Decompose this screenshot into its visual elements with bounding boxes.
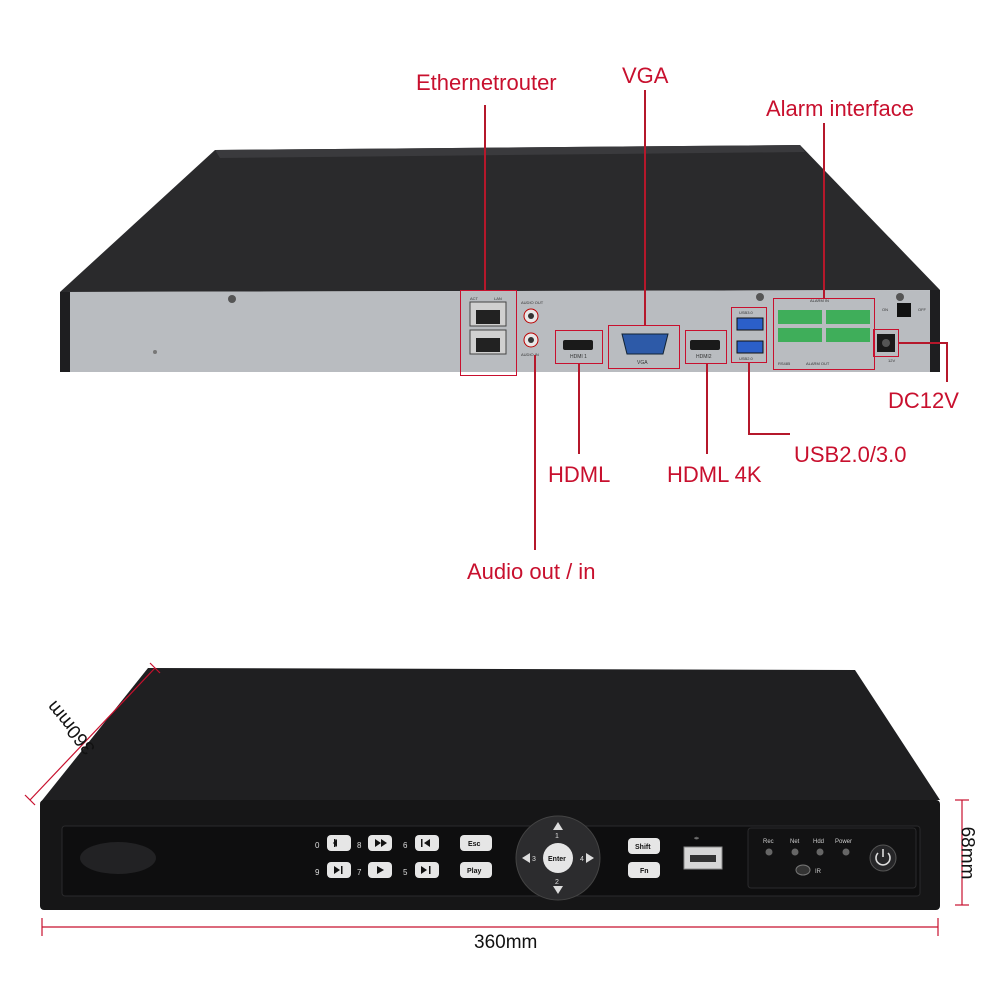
ethernet-ports [469, 301, 507, 355]
fn-button [628, 862, 660, 878]
power-switch [897, 303, 911, 317]
hdmi2-highlight [685, 330, 727, 364]
usb2-text: USB2.0 [739, 356, 754, 361]
hdmi1-leader [578, 364, 580, 454]
alarm-terminals [778, 310, 870, 342]
on-text: ON [882, 307, 888, 312]
rec-text: Rec [763, 839, 774, 845]
ethernet-leader [484, 105, 486, 290]
hdmi2-leader [706, 364, 708, 454]
dc-leader-h [899, 342, 947, 344]
svg-text:⇹: ⇹ [694, 836, 699, 842]
usb-highlight [731, 307, 767, 363]
ethernet-label: Ethernetrouter [416, 70, 557, 95]
key-7: 7 [357, 868, 362, 877]
esc-text: Esc [468, 841, 481, 848]
power-text: Power [835, 839, 852, 845]
ir-text: IR [815, 869, 822, 875]
hdmi1-highlight [555, 330, 603, 364]
enter-button [543, 843, 573, 873]
usb3-port [736, 317, 764, 331]
play-text: Play [467, 868, 482, 875]
usb-leader-h [748, 433, 790, 435]
play-button [460, 862, 492, 878]
enter-text: Enter [548, 856, 566, 863]
vga-text: VGA [637, 360, 648, 366]
hdmi1-port [563, 340, 593, 350]
key-0: 0 [315, 841, 320, 850]
vga-label: VGA [622, 63, 669, 88]
net-text: Net [790, 839, 800, 845]
front-top-cover [40, 668, 940, 803]
key-8: 8 [357, 841, 362, 850]
audio-jacks [523, 308, 539, 348]
power-button [869, 844, 897, 872]
dpad-1: 1 [555, 833, 559, 840]
shift-text: Shift [635, 844, 651, 851]
fn-text: Fn [640, 868, 649, 875]
usb-label: USB2.0/3.0 [794, 442, 907, 467]
off-text: OFF [918, 307, 927, 312]
twelve-v-text: 12V [888, 358, 895, 363]
rear-top-cover [60, 145, 940, 292]
key-5: 5 [403, 868, 408, 877]
alarm-out-text: ALARM OUT [806, 361, 830, 366]
dc-label: DC12V [888, 388, 959, 413]
vga-highlight [608, 325, 680, 369]
dimension-lines [24, 662, 969, 936]
vga-port [621, 333, 669, 355]
dc-leader-v [946, 342, 948, 382]
key-9: 9 [315, 868, 320, 877]
hdmi2-text: HDMI2 [696, 354, 712, 360]
width-dimension: 360mm [474, 932, 538, 953]
hdd-text: Hdd [813, 839, 824, 845]
ethernet-highlight [460, 290, 517, 376]
usb3-text: USB3.0 [739, 310, 754, 315]
audio-in-text: AUDIO IN [521, 352, 539, 357]
alarm-leader [823, 123, 825, 298]
rs485-text: RS485 [778, 361, 791, 366]
audio-out-text: AUDIO OUT [521, 300, 544, 305]
hdmi1-label: HDML [548, 462, 611, 487]
hdmi2-label: HDML 4K [667, 462, 762, 487]
alarm-in-text: ALARM IN [810, 298, 829, 303]
shift-button [628, 838, 660, 854]
dpad-4: 4 [580, 856, 584, 863]
hdmi2-port [690, 340, 720, 350]
dpad-3: 3 [532, 856, 536, 863]
alarm-label: Alarm interface [766, 96, 914, 121]
usb2-port [736, 340, 764, 354]
esc-button [460, 835, 492, 851]
media-buttons [327, 835, 439, 878]
vga-leader [644, 90, 646, 325]
alarm-highlight [773, 298, 875, 370]
audio-leader [534, 355, 536, 550]
act-text: ACT [470, 296, 479, 301]
lan-text: LAN [494, 296, 502, 301]
hdmi1-text: HDMI 1 [570, 354, 587, 360]
audio-label: Audio out / in [467, 559, 596, 584]
dpad-2: 2 [555, 879, 559, 886]
height-dimension: 68mm [956, 826, 978, 880]
key-6: 6 [403, 841, 408, 850]
usb-leader-v [748, 363, 750, 434]
dc-highlight [873, 329, 899, 357]
